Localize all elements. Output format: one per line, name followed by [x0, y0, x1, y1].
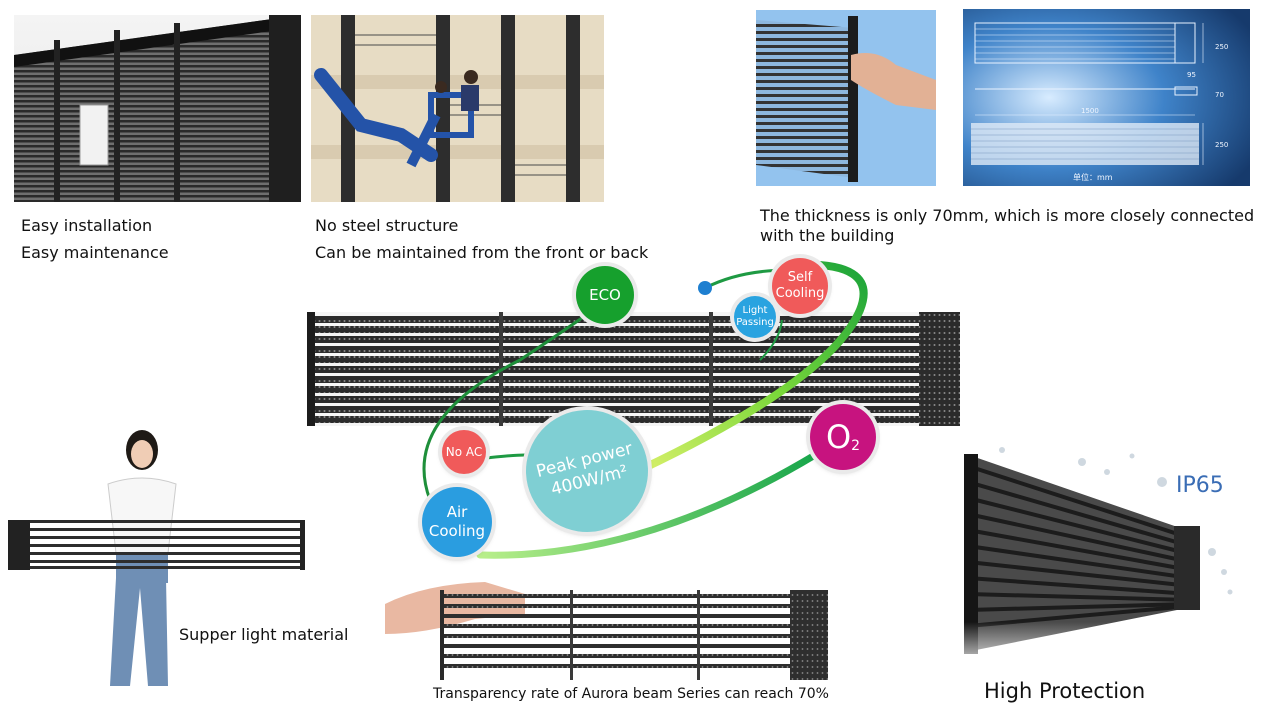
eco-label: ECO — [589, 286, 621, 304]
hand-holding-module-photo — [756, 10, 936, 186]
facade-installation-photo — [14, 15, 301, 202]
light-material-caption: Supper light material — [179, 625, 349, 644]
structure-line-1: No steel structure — [315, 216, 459, 235]
self-cooling-label-2: Cooling — [775, 286, 825, 301]
self-cooling-label-1: Self — [787, 270, 813, 285]
installation-line-1: Easy installation — [21, 216, 153, 235]
structure-caption: No steel structure Can be maintained fro… — [315, 212, 648, 266]
dim-width: 1500 — [1081, 107, 1099, 115]
protection-caption: High Protection — [984, 679, 1146, 703]
self-cooling-badge: Self Cooling — [772, 258, 828, 314]
o2-letter: O — [825, 418, 852, 456]
dim-height-bottom: 250 — [1215, 141, 1228, 149]
waterproof-module-photo — [962, 442, 1250, 666]
installation-caption: Easy installation Easy maintenance — [21, 212, 169, 266]
no-ac-label: No AC — [445, 445, 483, 459]
dim-unit-label: 单位：mm — [1073, 172, 1113, 182]
transparency-caption: Transparency rate of Aurora beam Series … — [433, 686, 829, 702]
dim-height-top: 250 — [1215, 43, 1228, 51]
structure-line-2: Can be maintained from the front or back — [315, 243, 649, 262]
o2-subscript: 2 — [851, 438, 861, 454]
air-cooling-badge: Air Cooling — [422, 487, 492, 557]
light-passing-label-1: Light — [742, 305, 768, 316]
no-ac-badge: No AC — [442, 430, 486, 474]
eco-badge: ECO — [576, 266, 634, 324]
technical-drawing: 250 95 70 1500 250 单位：mm — [963, 9, 1250, 186]
dim-gap: 95 — [1187, 71, 1196, 79]
installation-line-2: Easy maintenance — [21, 243, 169, 262]
marker-dot-icon — [698, 281, 712, 295]
thickness-caption: The thickness is only 70mm, which is mor… — [760, 206, 1255, 245]
transparency-demo-photo — [385, 574, 828, 682]
light-passing-badge: Light Passing — [734, 296, 776, 338]
light-passing-label-2: Passing — [736, 317, 774, 328]
air-cooling-label-1: Air — [446, 503, 468, 521]
person-holding-module-photo — [8, 428, 308, 688]
maintenance-lift-photo — [311, 15, 604, 202]
ip65-label: IP65 — [1176, 473, 1224, 498]
dim-depth: 70 — [1215, 91, 1224, 99]
air-cooling-label-2: Cooling — [428, 522, 486, 540]
